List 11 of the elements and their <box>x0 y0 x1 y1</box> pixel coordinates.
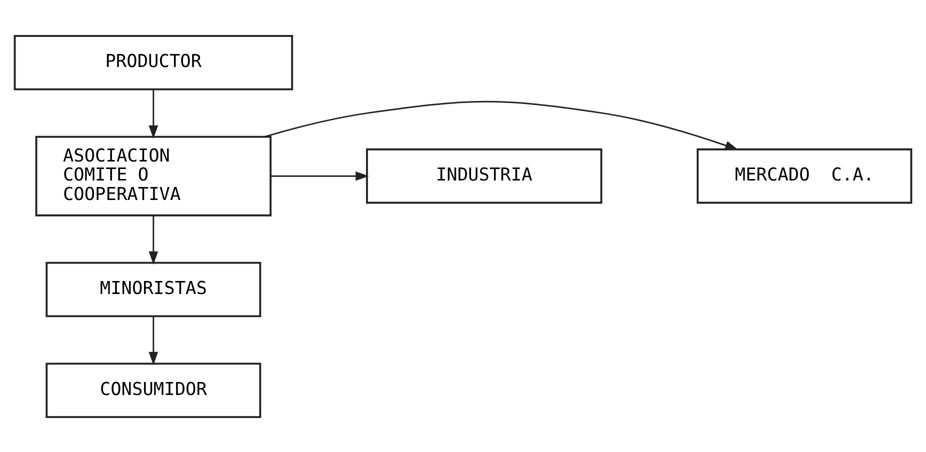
arrow <box>148 316 158 365</box>
arrow <box>270 170 369 180</box>
arrow <box>148 89 158 138</box>
arrow <box>264 100 738 150</box>
node-box: MINORISTAS <box>46 261 262 317</box>
node-box: CONSUMIDOR <box>46 362 262 418</box>
arrow <box>148 215 158 264</box>
node-box: MERCADO C.A. <box>696 148 912 204</box>
node-box: INDUSTRIA <box>366 148 602 204</box>
node-box: ASOCIACION COMITE O COOPERATIVA <box>35 135 272 216</box>
node-box: PRODUCTOR <box>14 34 294 90</box>
